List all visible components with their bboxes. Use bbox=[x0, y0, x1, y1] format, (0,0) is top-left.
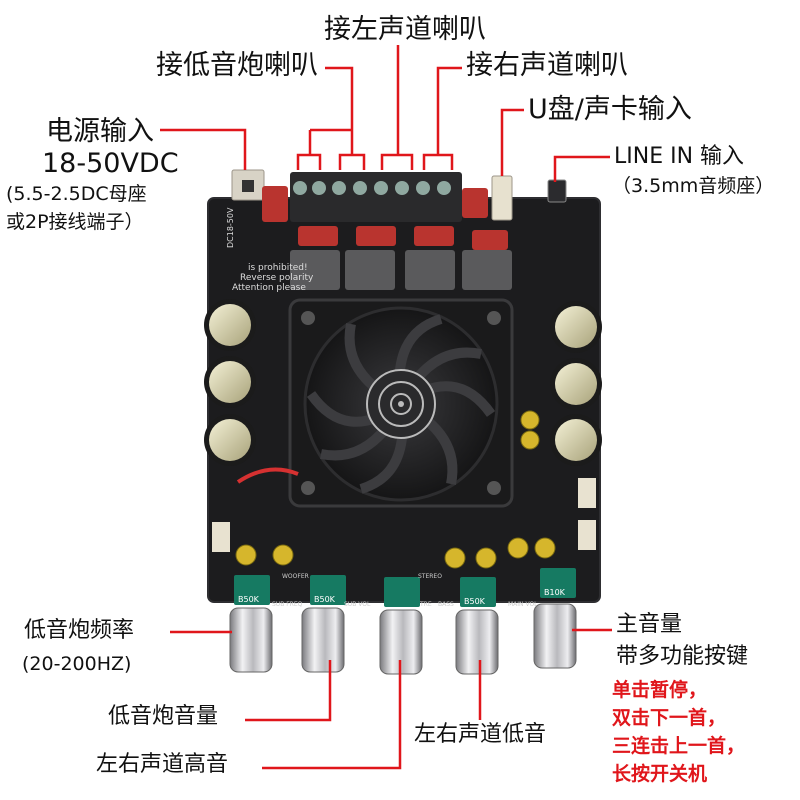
label-power-title: 电源输入 bbox=[46, 116, 154, 147]
capacitors-right bbox=[550, 301, 602, 466]
label-usb-input: U盘/声卡输入 bbox=[528, 94, 692, 125]
fn-long-press: 长按开关机 bbox=[612, 763, 708, 785]
label-line-in-sub: （3.5mm音频座） bbox=[612, 175, 775, 197]
label-left-channel: 接左声道喇叭 bbox=[324, 14, 486, 45]
label-sub-volume: 低音炮音量 bbox=[108, 704, 219, 729]
silk-sub-vol: SUB VOL bbox=[344, 601, 371, 608]
silk-stereo: STEREO bbox=[418, 573, 442, 580]
leader-lines bbox=[160, 45, 612, 770]
pot-label-1: B50K bbox=[238, 595, 260, 604]
silk-tre: TRE bbox=[419, 601, 432, 608]
terminal-screws bbox=[293, 181, 451, 195]
fn-double-click: 双击下一首， bbox=[612, 707, 727, 729]
label-sub-speaker: 接低音炮喇叭 bbox=[156, 50, 318, 81]
chrome-knobs bbox=[229, 603, 577, 675]
speaker-terminal-block bbox=[290, 172, 462, 222]
label-treble: 左右声道高音 bbox=[96, 752, 229, 777]
warning-silk-3: is prohibited! bbox=[248, 263, 308, 273]
label-right-channel: 接右声道喇叭 bbox=[466, 50, 628, 81]
label-multifunction: 带多功能按键 bbox=[616, 644, 749, 669]
label-power-voltage: 18-50VDC bbox=[42, 148, 179, 179]
silk-woofer: WOOFER bbox=[282, 573, 309, 580]
warning-silk-1: Attention please bbox=[232, 283, 306, 293]
label-power-terminal: 或2P接线端子） bbox=[6, 211, 144, 233]
pot-label-3: B50K bbox=[464, 597, 486, 606]
fn-triple-click: 三连击上一首， bbox=[612, 735, 746, 757]
line-in-jack bbox=[547, 179, 567, 203]
capacitors-left bbox=[204, 299, 256, 466]
pot-label-4: B10K bbox=[544, 588, 566, 597]
silk-bass: BASS bbox=[438, 601, 454, 608]
potentiometers bbox=[234, 568, 576, 607]
label-sub-freq: 低音炮频率 bbox=[24, 618, 135, 643]
label-bass: 左右声道低音 bbox=[414, 722, 547, 747]
usb-connector bbox=[491, 175, 513, 221]
label-main-volume: 主音量 bbox=[616, 612, 683, 637]
pot-label-2: B50K bbox=[314, 595, 336, 604]
warning-silk-2: Reverse polarity bbox=[240, 273, 314, 283]
label-line-in: LINE IN 输入 bbox=[614, 144, 745, 169]
label-sub-freq-range: (20-200HZ) bbox=[22, 653, 132, 675]
label-power-jack: (5.5-2.5DC母座 bbox=[6, 183, 147, 205]
fn-single-click: 单击暂停， bbox=[612, 679, 708, 701]
voltage-silk: DC18-50V bbox=[226, 207, 235, 248]
silk-main-vol: MAIN VOL bbox=[508, 601, 538, 608]
silk-sub-freq: SUB FREQ bbox=[272, 601, 303, 608]
